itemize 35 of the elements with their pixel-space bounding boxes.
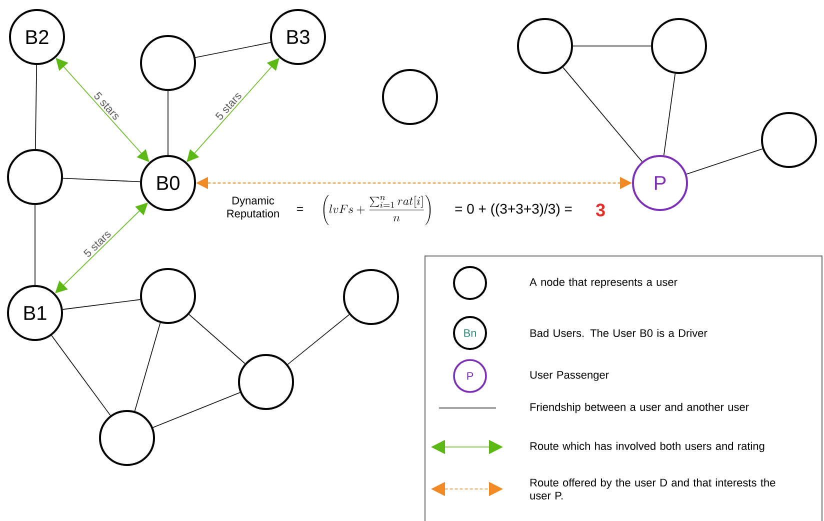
friendship-line	[34, 204, 36, 286]
legend-text: Route offered by the user D and that interests the user P.	[530, 478, 776, 500]
formula-result: = 0 + ((3+3+3)/3) =	[455, 203, 572, 217]
friendship-line	[663, 73, 676, 156]
legend-text: Bad Users. The User B0 is a Driver	[530, 328, 708, 338]
legend-text: Friendship between a user and another user	[530, 402, 749, 414]
empty-user-circle	[651, 18, 707, 74]
legend-text: Route which has involved both users and rating	[530, 442, 764, 452]
friendship-line	[152, 392, 240, 428]
empty-user-circle	[517, 18, 573, 74]
friendship-line	[62, 299, 141, 310]
friendship-line	[287, 314, 350, 365]
empty-user-circle	[99, 410, 155, 466]
friendship-line	[62, 178, 140, 182]
equals-sign: =	[297, 207, 303, 211]
empty-user-circle	[761, 112, 817, 168]
empty-user-circle	[343, 269, 399, 325]
friendship-line	[188, 314, 246, 364]
legend-text: A node that represents a user	[530, 278, 678, 288]
result-value: 3	[596, 204, 605, 216]
legend-text: User Passenger	[530, 371, 609, 381]
formula-label: Dynamic Reputation	[227, 196, 279, 220]
friendship-line	[35, 64, 37, 150]
empty-user-circle	[238, 354, 294, 410]
empty-user-circle	[7, 149, 63, 205]
empty-user-circle	[382, 69, 438, 125]
friendship-line	[686, 148, 763, 175]
friendship-line	[134, 322, 161, 412]
friendship-line	[51, 335, 111, 416]
empty-user-circle	[140, 35, 196, 91]
arrow	[55, 202, 148, 294]
friendship-line	[562, 67, 642, 162]
empty-user-circle	[140, 268, 196, 324]
formula: $\left(lvFs+\frac{\sum_{i=1}^{n} rat[i]}{n}\right)$	[323, 194, 431, 225]
friendship-line	[195, 42, 271, 58]
